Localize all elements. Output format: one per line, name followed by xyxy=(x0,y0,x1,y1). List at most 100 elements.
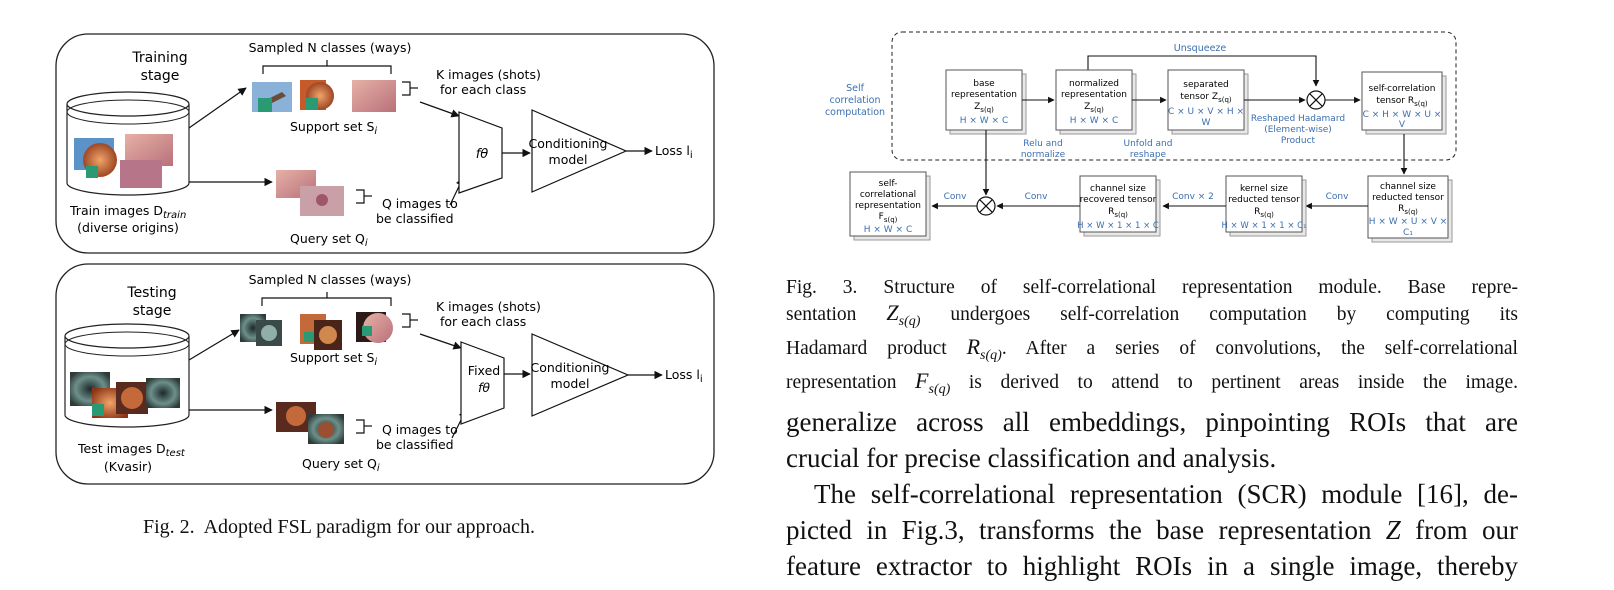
train-conditioning-model xyxy=(531,109,628,193)
training-stage-label-line2: stage xyxy=(141,68,180,84)
region-label-line1: Self xyxy=(846,83,865,94)
test-model-line1: Conditioning xyxy=(531,360,610,375)
svg-text:channel size: channel size xyxy=(1380,182,1436,192)
test-query-images-line1: Q images to xyxy=(382,422,458,437)
svg-text:correlational: correlational xyxy=(860,190,916,200)
train-shots-line2: for each class xyxy=(440,82,526,97)
region-label-line3: computation xyxy=(825,107,885,118)
test-support-label: Support set Si xyxy=(290,350,377,368)
train-model-line2: model xyxy=(549,152,588,167)
hadamard-product-icon xyxy=(1306,90,1326,110)
test-extractor-line1: Fixed xyxy=(468,363,500,378)
edge-conv2: Conv × 2 xyxy=(1172,192,1214,202)
test-extractor-line2: fθ xyxy=(478,380,490,395)
box-self-correlational-representation: self- correlational representation Fs(q)… xyxy=(849,171,931,241)
fig3-caption-line1: Fig. 3. Structure of self-correlational … xyxy=(786,277,1518,298)
fig2-caption: Fig. 2. Adopted FSL paradigm for our app… xyxy=(143,516,535,538)
fig3-caption: Fig. 3. Structure of self-correlational … xyxy=(786,275,1518,402)
svg-text:representation: representation xyxy=(1061,90,1127,100)
train-db-label: Train images Dtrain xyxy=(69,203,186,221)
train-query-images xyxy=(276,170,344,216)
train-sampled-label: Sampled N classes (ways) xyxy=(249,40,412,55)
svg-text:reducted tensor: reducted tensor xyxy=(1372,193,1444,203)
train-query-images-line1: Q images to xyxy=(382,196,458,211)
body-p2-line1: The self-correlational representation (S… xyxy=(814,479,1518,509)
body-p2-line2: picted in Fig.3, transforms the base rep… xyxy=(786,515,1518,545)
test-db-label: Test images Dtest xyxy=(77,441,186,459)
testing-stage-label-line1: Testing xyxy=(126,285,176,301)
test-database-icon xyxy=(64,323,190,428)
svg-text:tensor Rs(q): tensor Rs(q) xyxy=(1376,96,1428,108)
test-loss-label: Loss li xyxy=(665,367,703,385)
testing-panel: Testing stage Test images Dtest (Kvasir)… xyxy=(55,263,715,485)
body-column: generalize across all embeddings, pinpoi… xyxy=(786,404,1518,584)
box-self-correlation-tensor: self-correlation tensor Rs(q) C × H × W … xyxy=(1361,71,1447,135)
edge-unfold-line2: reshape xyxy=(1130,150,1167,160)
edge-relu-line1: Relu and xyxy=(1023,139,1062,149)
training-panel: Training stage Train images Dtrain (dive… xyxy=(55,33,715,254)
svg-text:Rs(q): Rs(q) xyxy=(1398,204,1418,216)
svg-text:normalized: normalized xyxy=(1069,79,1119,89)
self-correlation-region xyxy=(891,31,1457,161)
svg-text:H × W × C: H × W × C xyxy=(1070,116,1118,126)
svg-text:separated: separated xyxy=(1183,80,1228,90)
svg-text:recovered tensor: recovered tensor xyxy=(1080,195,1157,205)
svg-text:C × U × V × H ×: C × U × V × H × xyxy=(1168,107,1244,117)
svg-text:Zs(q): Zs(q) xyxy=(1084,102,1104,114)
train-feature-extractor xyxy=(458,111,503,194)
svg-text:representation: representation xyxy=(951,90,1017,100)
edge-conv3: Conv xyxy=(1025,192,1048,202)
svg-text:base: base xyxy=(973,79,995,89)
svg-text:representation: representation xyxy=(855,201,921,211)
test-query-label: Query set Qi xyxy=(302,456,380,474)
svg-text:channel size: channel size xyxy=(1090,184,1146,194)
train-shots-line1: K images (shots) xyxy=(436,67,541,82)
unsqueeze-label: Unsqueeze xyxy=(1174,43,1227,54)
edge-hadamard-line2: (Element-wise) xyxy=(1264,125,1332,135)
svg-text:Rs(q): Rs(q) xyxy=(1108,207,1128,219)
train-support-images xyxy=(252,80,396,112)
test-model-line2: model xyxy=(551,376,590,391)
svg-text:C × H × W × U ×: C × H × W × U × xyxy=(1363,110,1442,120)
train-model-line1: Conditioning xyxy=(529,136,608,151)
train-db-origin: (diverse origins) xyxy=(77,220,179,235)
test-query-images xyxy=(276,402,344,444)
test-feature-extractor xyxy=(460,341,505,425)
svg-text:self-: self- xyxy=(879,179,898,189)
box-separated-tensor: separated tensor Zs(q) C × U × V × H × W xyxy=(1167,69,1249,135)
test-db-origin: (Kvasir) xyxy=(104,459,152,474)
test-shots-line2: for each class xyxy=(440,314,526,329)
box-channel-reducted-tensor: channel size reducted tensor Rs(q) H × W… xyxy=(1367,175,1453,243)
train-loss-label: Loss li xyxy=(655,143,693,161)
svg-text:C₁: C₁ xyxy=(1403,228,1413,238)
test-query-images-line2: be classified xyxy=(376,437,454,452)
edge-relu-line2: normalize xyxy=(1021,150,1066,160)
test-sampled-label: Sampled N classes (ways) xyxy=(249,272,412,287)
svg-text:Zs(q): Zs(q) xyxy=(974,102,994,114)
svg-text:H × W × C: H × W × C xyxy=(960,116,1008,126)
svg-text:reducted tensor: reducted tensor xyxy=(1228,195,1300,205)
train-database-icon xyxy=(66,91,190,196)
train-support-label: Support set Si xyxy=(290,119,377,137)
box-base-representation: base representation Zs(q) H × W × C xyxy=(945,69,1027,135)
edge-unfold-line1: Unfold and xyxy=(1124,139,1173,149)
edge-conv4: Conv xyxy=(944,192,967,202)
svg-text:H × W × 1 × 1 × C: H × W × 1 × 1 × C xyxy=(1077,221,1159,231)
train-query-label: Query set Qi xyxy=(290,231,368,249)
fig3-caption-line4: representation Fs(q) is derived to atten… xyxy=(786,367,1518,397)
testing-stage-label-line2: stage xyxy=(133,303,172,319)
svg-text:Fs(q): Fs(q) xyxy=(879,212,898,224)
svg-text:kernel size: kernel size xyxy=(1240,184,1288,194)
svg-text:Rs(q): Rs(q) xyxy=(1254,207,1274,219)
training-stage-label-line1: Training xyxy=(131,50,187,66)
edge-hadamard-line1: Reshaped Hadamard xyxy=(1251,114,1345,124)
edge-hadamard-line3: Product xyxy=(1281,136,1316,146)
svg-text:H × W × U × V ×: H × W × U × V × xyxy=(1369,217,1448,227)
body-p2-line3: feature extractor to highlight ROIs in a… xyxy=(786,551,1518,581)
train-query-images-line2: be classified xyxy=(376,211,454,226)
combine-product-icon xyxy=(976,196,996,216)
box-kernel-reducted-tensor: kernel size reducted tensor Rs(q) H × W … xyxy=(1221,175,1307,237)
svg-text:W: W xyxy=(1202,118,1211,128)
body-p1-line2: crucial for precise classification and a… xyxy=(786,443,1277,473)
